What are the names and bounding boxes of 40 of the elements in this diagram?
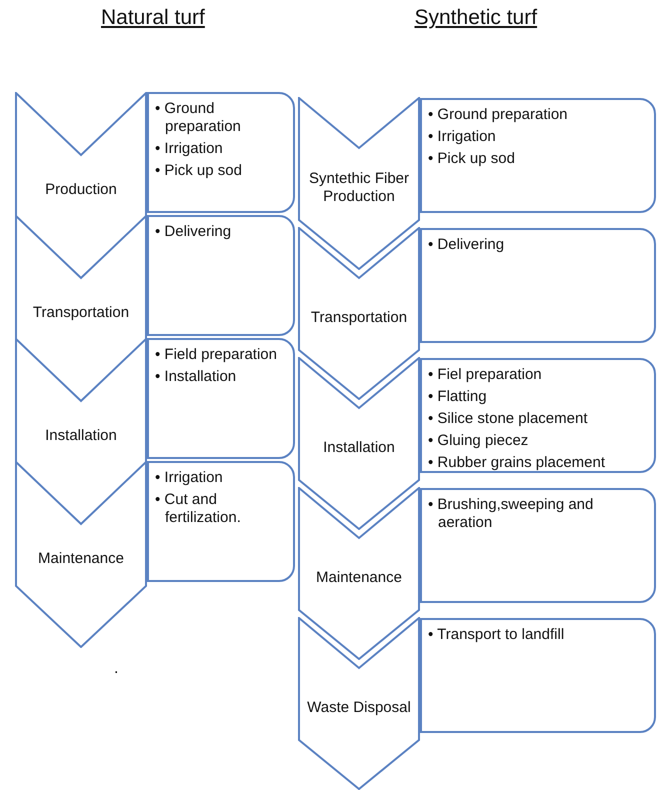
text-box xyxy=(420,618,656,733)
bullet-item: • Pick up sod xyxy=(428,150,516,168)
bullet-item: • Field preparation xyxy=(155,346,278,364)
step-label: Waste Disposal xyxy=(306,698,412,716)
note-text: . xyxy=(114,660,118,678)
bullet-item: • Flatting xyxy=(428,388,488,406)
text-box xyxy=(420,98,656,213)
bullet-item: • Silice stone placement xyxy=(428,410,588,428)
bullet-item: • Rubber grains placement xyxy=(428,454,606,472)
bullet-item: • Pick up sod xyxy=(155,162,243,180)
step-label: Installation xyxy=(322,438,396,456)
bullet-item: • Irrigation xyxy=(155,140,224,158)
bullet-item: • Gluing piecez xyxy=(428,432,530,450)
text-box xyxy=(420,228,656,343)
step-label: Transportation xyxy=(32,304,130,322)
bullet-item: • Brushing,sweeping and aeration xyxy=(428,496,594,532)
bullet-item: • Ground preparation xyxy=(428,106,569,124)
bullet-item: • Fiel preparation xyxy=(428,366,543,384)
column-heading: Synthetic turf xyxy=(414,6,538,30)
text-box xyxy=(147,338,295,459)
bullet-item: • Delivering xyxy=(428,236,506,254)
step-label: Production xyxy=(44,180,118,198)
text-box xyxy=(147,461,295,582)
bullet-item: • Transport to landfill xyxy=(428,626,566,644)
bullet-item: • Cut and fertilization. xyxy=(155,491,242,527)
bullet-item: • Ground preparation xyxy=(155,100,242,136)
text-box xyxy=(420,358,656,473)
bullet-item: • Irrigation xyxy=(428,128,497,146)
bullet-item: • Installation xyxy=(155,368,238,386)
step-label: Transportation xyxy=(310,308,408,326)
text-box xyxy=(147,92,295,213)
step-label: Maintenance xyxy=(315,568,403,586)
column-heading: Natural turf xyxy=(101,6,205,30)
bullet-item: • Irrigation xyxy=(155,469,224,487)
step-label: Maintenance xyxy=(37,550,125,568)
text-box xyxy=(147,215,295,336)
text-box xyxy=(420,488,656,603)
bullet-item: • Delivering xyxy=(155,223,232,241)
step-label: Syntethic Fiber Production xyxy=(308,170,410,206)
step-label: Installation xyxy=(44,426,118,444)
